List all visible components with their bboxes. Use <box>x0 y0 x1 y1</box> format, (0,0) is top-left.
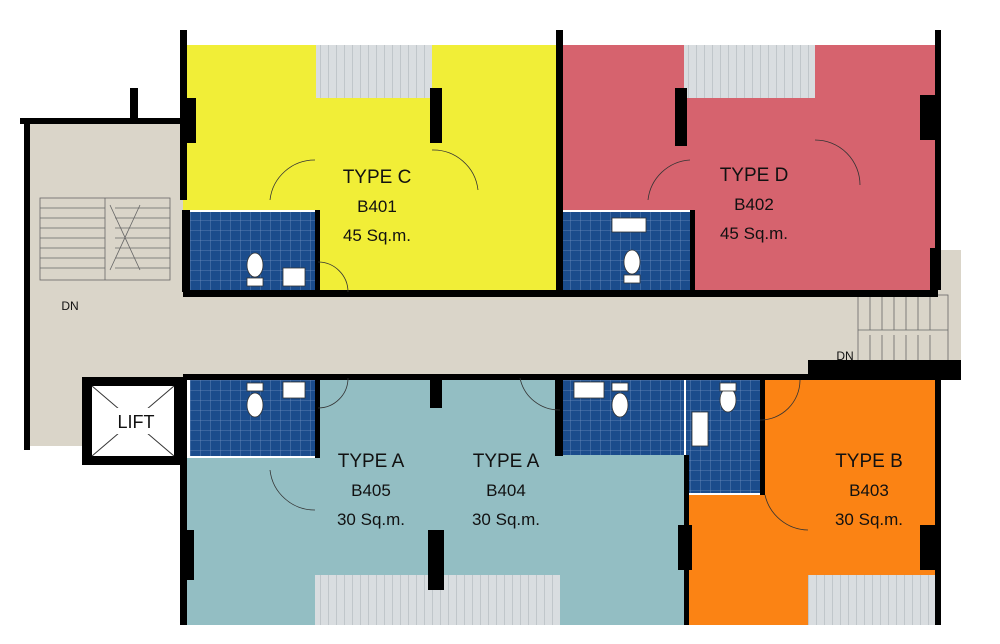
unit-area-label: 45 Sq.m. <box>720 224 788 243</box>
stair-right-dn-label: DN <box>836 349 853 363</box>
unit-number-label: B402 <box>734 195 774 214</box>
unit-type-label: TYPE A <box>473 451 540 472</box>
stair-left <box>39 197 171 281</box>
unit-area-label: 30 Sq.m. <box>337 510 405 529</box>
unit-number-label: B404 <box>486 481 526 500</box>
lift-label: LIFT <box>117 412 154 432</box>
unit-number-label: B401 <box>357 197 397 216</box>
unit-b404 <box>436 378 684 625</box>
bathroom-fixtures <box>246 217 737 447</box>
unit-b405 <box>183 378 436 625</box>
unit-label-b403: TYPE B B403 30 Sq.m. <box>835 451 903 529</box>
unit-type-label: TYPE B <box>835 451 903 472</box>
stair-left-dn-label: DN <box>61 299 78 313</box>
unit-type-label: TYPE C <box>343 167 412 188</box>
balconies <box>315 45 938 625</box>
unit-type-label: TYPE D <box>720 165 789 186</box>
walls <box>20 30 961 625</box>
unit-label-b405: TYPE A B405 30 Sq.m. <box>337 451 405 529</box>
unit-b403 <box>684 378 938 625</box>
unit-b401 <box>183 45 560 292</box>
unit-number-label: B403 <box>849 481 889 500</box>
unit-label-b402: TYPE D B402 45 Sq.m. <box>720 165 789 243</box>
unit-b402 <box>560 45 938 292</box>
lift-shaft <box>82 377 183 465</box>
unit-number-label: B405 <box>351 481 391 500</box>
unit-label-b404: TYPE A B404 30 Sq.m. <box>472 451 540 529</box>
unit-area-label: 45 Sq.m. <box>343 226 411 245</box>
door-swings <box>269 139 861 531</box>
unit-type-label: TYPE A <box>338 451 405 472</box>
unit-area-label: 30 Sq.m. <box>835 510 903 529</box>
corridor <box>28 122 961 446</box>
unit-label-b401: TYPE C B401 45 Sq.m. <box>343 167 412 245</box>
unit-area-label: 30 Sq.m. <box>472 510 540 529</box>
